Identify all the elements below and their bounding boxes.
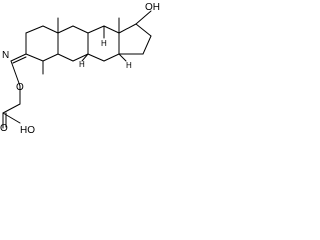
- stereo-h-label-14: H: [126, 61, 132, 70]
- stereo-h-label-9: H: [79, 60, 85, 69]
- substituent-bonds: [57, 10, 152, 62]
- steroid-oxime-structure: OH N O O HO H H H: [0, 0, 187, 155]
- oxime-oxygen-label: O: [16, 82, 24, 93]
- oxime-chain-bonds: [2, 53, 44, 129]
- carbonyl-oxygen-label: O: [0, 123, 8, 134]
- stereo-h-label-8: H: [101, 39, 107, 48]
- ring-d-bonds: [118, 23, 152, 55]
- carboxyl-hydroxyl-label: HO: [20, 125, 35, 136]
- ring-a-bonds: [25, 25, 59, 62]
- hydroxyl-label: OH: [145, 2, 160, 13]
- oxime-nitrogen-label: N: [2, 50, 9, 61]
- ring-c-bonds: [87, 25, 120, 62]
- ring-b-bonds: [57, 25, 89, 62]
